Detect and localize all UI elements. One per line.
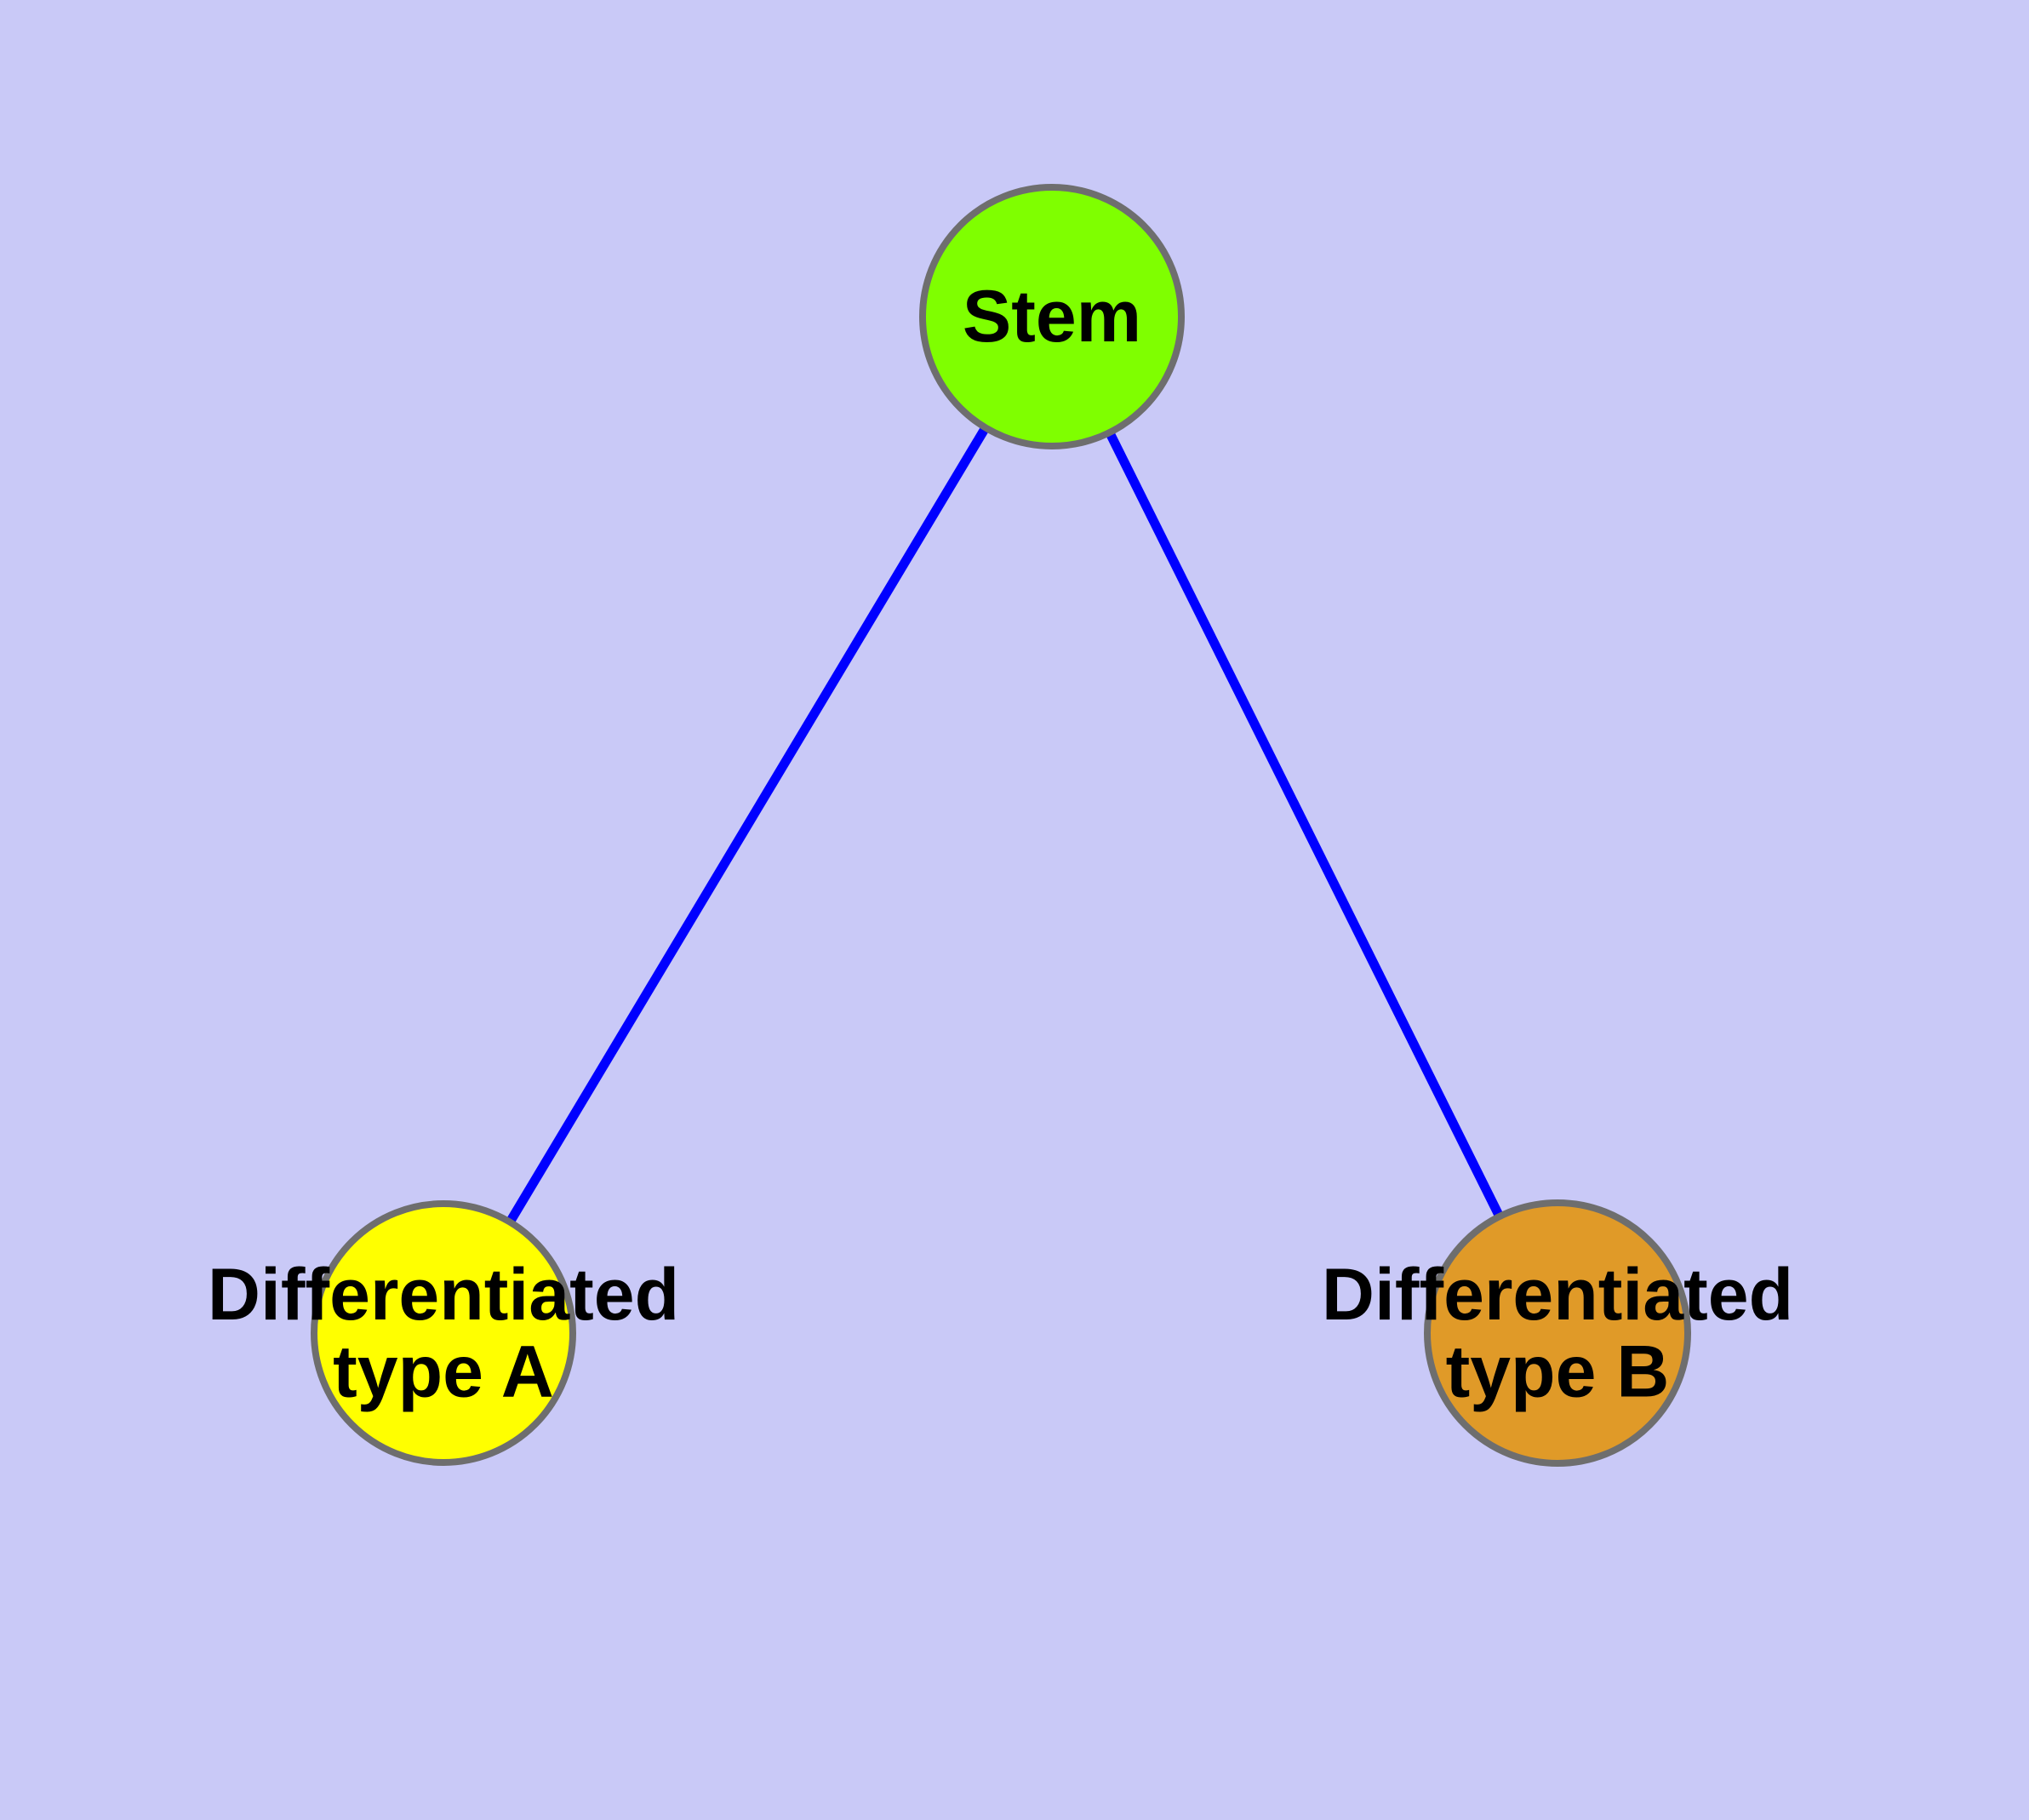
node-diff-b[interactable] (1424, 1199, 1691, 1467)
node-label-line: type A (333, 1331, 554, 1412)
edge-stem-diff-b[interactable] (1048, 314, 1562, 1336)
node-label-stem: Stem (963, 276, 1141, 358)
edges-layer (439, 314, 1562, 1336)
node-label-line: Differentiated (1322, 1254, 1793, 1336)
node-label-line: Differentiated (208, 1254, 679, 1336)
node-diff-a[interactable] (311, 1200, 576, 1466)
nodes-layer (311, 184, 1691, 1467)
edge-stem-diff-a[interactable] (439, 314, 1056, 1336)
node-stem[interactable] (919, 184, 1185, 449)
node-label-line: type B (1446, 1331, 1670, 1412)
node-label-line: Stem (963, 276, 1141, 358)
